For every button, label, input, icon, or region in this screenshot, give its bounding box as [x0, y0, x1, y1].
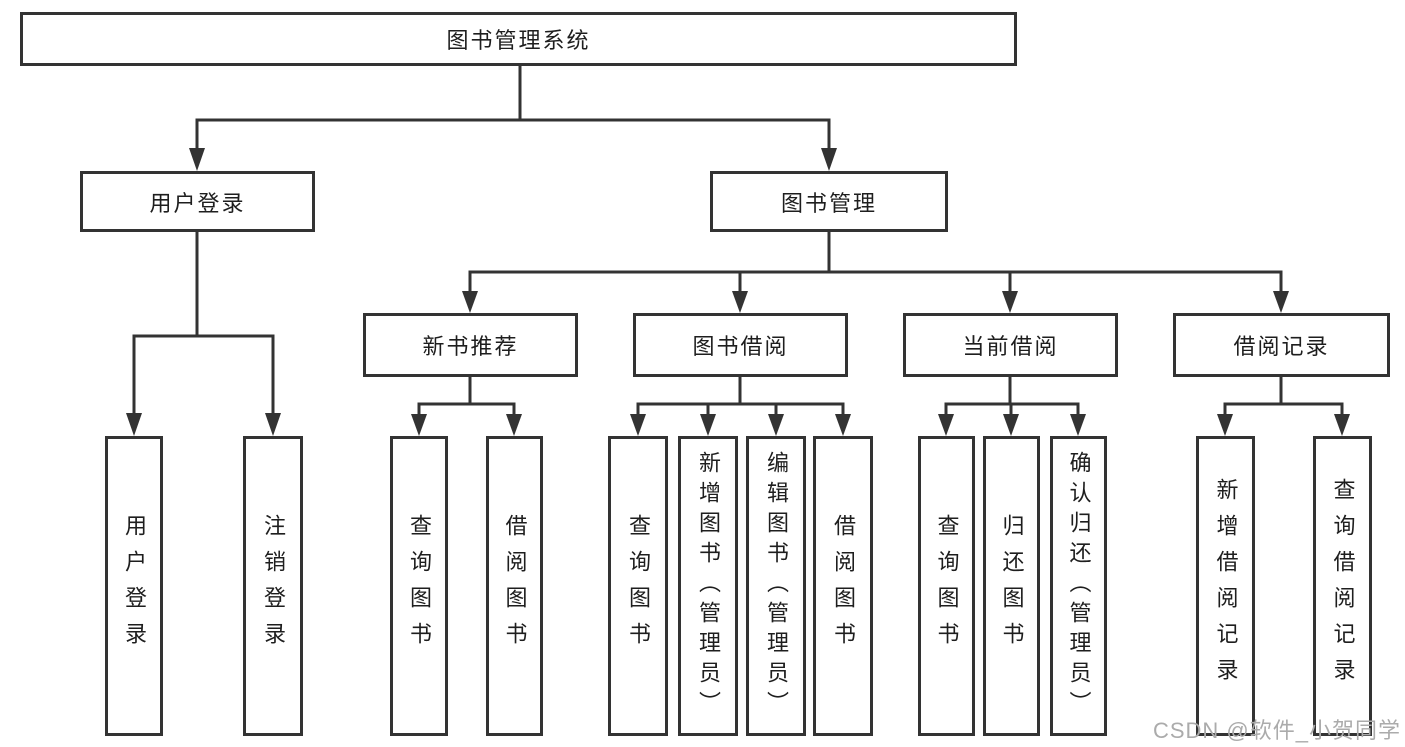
node-label: 图书管理 — [780, 190, 877, 216]
node-label: 借阅记录 — [1233, 334, 1330, 359]
leaf-return-book: 归还图书 — [983, 436, 1040, 736]
node-label: 借阅图书 — [502, 514, 528, 658]
leaf-query-books-1: 查询图书 — [390, 436, 448, 736]
arrowhead — [821, 148, 837, 171]
connector-borrow-records-children — [1217, 375, 1350, 436]
arrowhead — [700, 414, 716, 436]
arrowhead — [462, 291, 478, 313]
node-book-borrow: 图书借阅 — [633, 313, 848, 377]
node-label: 确认归还（管理员） — [1066, 451, 1092, 721]
leaf-query-books-2: 查询图书 — [608, 436, 668, 736]
leaf-query-borrow-record: 查询借阅记录 — [1313, 436, 1372, 736]
leaf-query-books-3: 查询图书 — [918, 436, 975, 736]
node-label: 查询图书 — [407, 514, 432, 658]
connector-book-management-children — [462, 230, 1289, 313]
node-library-system: 图书管理系统 — [20, 12, 1017, 66]
arrowhead — [506, 414, 522, 436]
node-label: 归还图书 — [999, 514, 1025, 658]
node-label: 用户登录 — [122, 514, 147, 658]
node-new-book-recommend: 新书推荐 — [363, 313, 578, 377]
arrowhead — [1273, 291, 1289, 313]
node-label: 图书管理系统 — [446, 28, 591, 53]
node-label: 图书借阅 — [692, 334, 789, 359]
node-label: 编辑图书（管理员） — [764, 451, 789, 721]
connector-new-book-recommend-children — [411, 375, 522, 436]
node-label: 新增借阅记录 — [1213, 478, 1239, 694]
arrowhead — [1003, 414, 1019, 436]
arrowhead — [1334, 414, 1350, 436]
node-label: 查询图书 — [934, 514, 960, 658]
connector-current-borrow-children — [938, 375, 1086, 436]
node-label: 新书推荐 — [422, 334, 519, 359]
node-label: 查询借阅记录 — [1330, 478, 1356, 694]
node-label: 新增图书（管理员） — [696, 451, 721, 721]
node-book-management: 图书管理 — [710, 171, 948, 232]
leaf-user-login: 用户登录 — [105, 436, 163, 736]
leaf-confirm-return-admin: 确认归还（管理员） — [1050, 436, 1107, 736]
connector-book-borrow-children — [630, 375, 851, 436]
node-label: 注销登录 — [261, 514, 286, 658]
arrowhead — [768, 414, 784, 436]
arrowhead — [411, 414, 427, 436]
arrowhead — [189, 148, 205, 171]
csdn-watermark: CSDN @软件_小贺同学 — [1152, 718, 1401, 743]
arrowhead — [1070, 414, 1086, 436]
arrowhead — [835, 414, 851, 436]
node-borrow-records: 借阅记录 — [1173, 313, 1390, 377]
connector-root-to-level2 — [189, 64, 837, 171]
arrowhead — [1002, 291, 1018, 313]
arrowhead — [1217, 414, 1233, 436]
arrowhead — [126, 413, 142, 436]
arrowhead — [732, 291, 748, 313]
node-label: 当前借阅 — [962, 334, 1059, 359]
leaf-logout: 注销登录 — [243, 436, 303, 736]
leaf-borrow-books-2: 借阅图书 — [813, 436, 873, 736]
leaf-edit-book-admin: 编辑图书（管理员） — [746, 436, 806, 736]
leaf-add-borrow-record: 新增借阅记录 — [1196, 436, 1255, 736]
node-label: 用户登录 — [149, 190, 246, 216]
arrowhead — [630, 414, 646, 436]
leaf-add-book-admin: 新增图书（管理员） — [678, 436, 738, 736]
leaf-borrow-books-1: 借阅图书 — [486, 436, 543, 736]
node-user-login: 用户登录 — [80, 171, 315, 232]
node-current-borrow: 当前借阅 — [903, 313, 1118, 377]
arrowhead — [265, 413, 281, 436]
arrowhead — [938, 414, 954, 436]
node-label: 查询图书 — [626, 514, 651, 658]
node-label: 借阅图书 — [831, 514, 856, 658]
connector-user-login-children — [126, 230, 281, 436]
